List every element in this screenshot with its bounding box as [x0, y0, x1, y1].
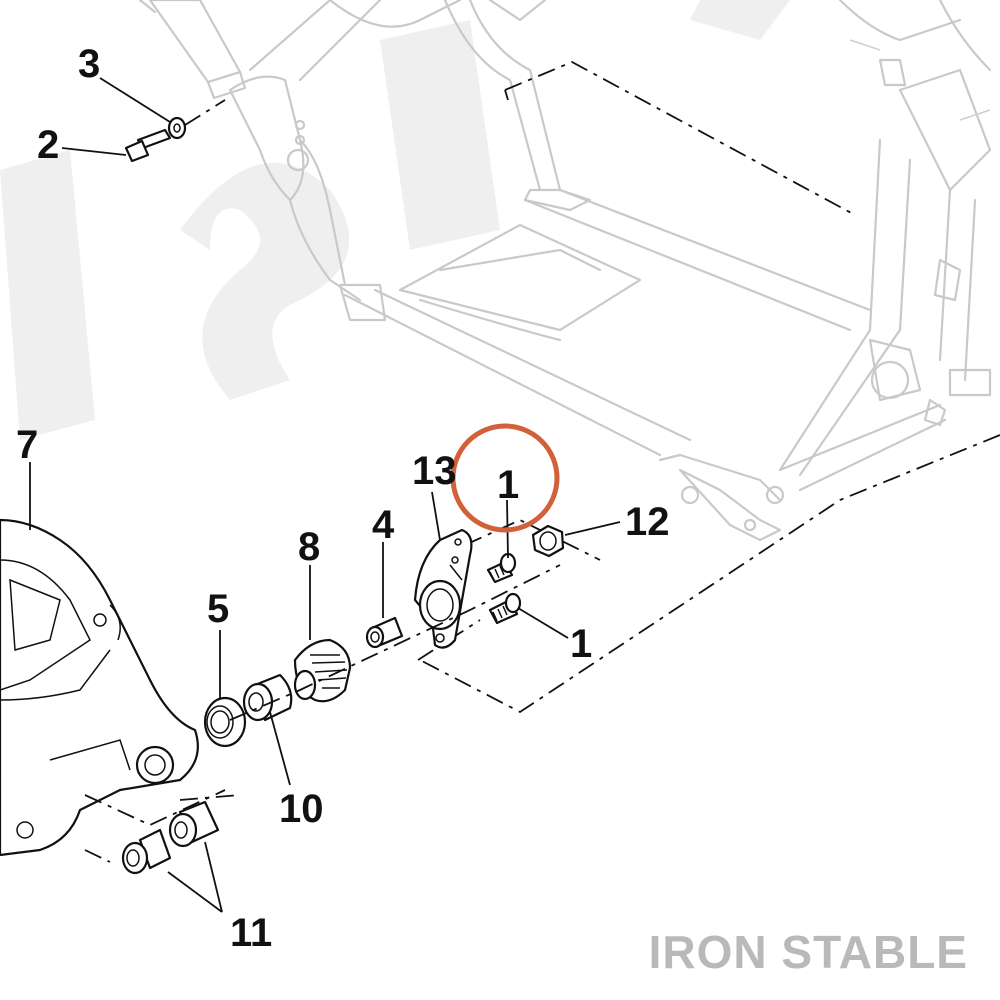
- bushing-pair-part: [121, 800, 220, 875]
- bolt-lower-part: [488, 592, 522, 625]
- nut-part: [531, 524, 565, 558]
- axis-lines: [84, 99, 561, 863]
- washer-part: [167, 116, 187, 140]
- callout-13: 13: [412, 449, 457, 493]
- spacer-part: [242, 673, 293, 722]
- bearing-part: [203, 696, 247, 748]
- callout-1-highlighted: 1: [497, 463, 519, 507]
- bolt-top-part: [124, 128, 172, 163]
- brand-watermark: IRON STABLE: [649, 926, 968, 978]
- callout-4: 4: [372, 503, 395, 547]
- callout-1: 1: [570, 622, 592, 666]
- callout-8: 8: [298, 525, 320, 569]
- sleeve-part: [365, 616, 404, 649]
- callout-11: 11: [230, 911, 272, 955]
- leader-lines: [29, 77, 621, 913]
- bolt-upper-part: [486, 552, 517, 584]
- callout-3: 3: [78, 42, 100, 86]
- background-watermark-shapes: [0, 0, 790, 440]
- callout-2: 2: [37, 123, 59, 167]
- callout-10: 10: [279, 787, 324, 831]
- callout-5: 5: [207, 587, 229, 631]
- callout-labels: 2 3 7 5 8 4 13 1 12 1 10 11: [16, 42, 670, 955]
- frame-ghost-outline: [138, 0, 992, 542]
- bracket-part: [413, 528, 473, 649]
- highlight-circle: [450, 423, 560, 533]
- swingarm-part: [0, 518, 199, 857]
- callout-12: 12: [625, 500, 670, 544]
- callout-7: 7: [16, 423, 38, 467]
